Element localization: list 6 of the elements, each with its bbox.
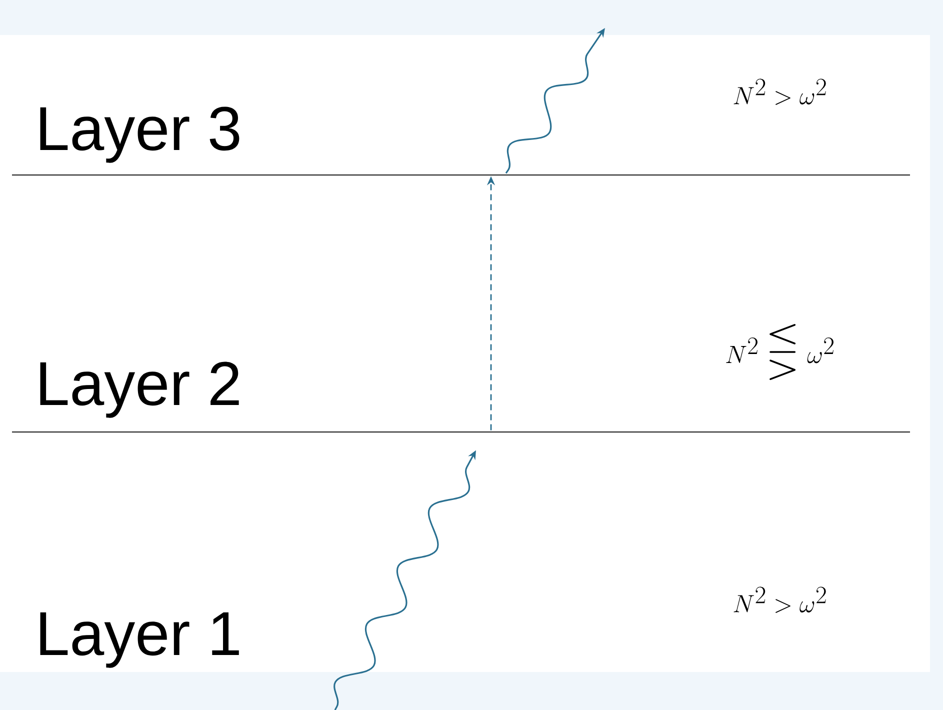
condition-formula: $N^2 \lesseqgtr \omega^2$ [726, 324, 834, 380]
condition-formula: $N^2 > \omega^2$ [734, 586, 826, 613]
layer-label: Layer 3 [40, 106, 240, 163]
layer-label: Layer 1 [40, 612, 239, 668]
layer-label: Layer 2 [40, 362, 239, 418]
condition-formula: $N^2 > \omega^2$ [734, 78, 826, 105]
